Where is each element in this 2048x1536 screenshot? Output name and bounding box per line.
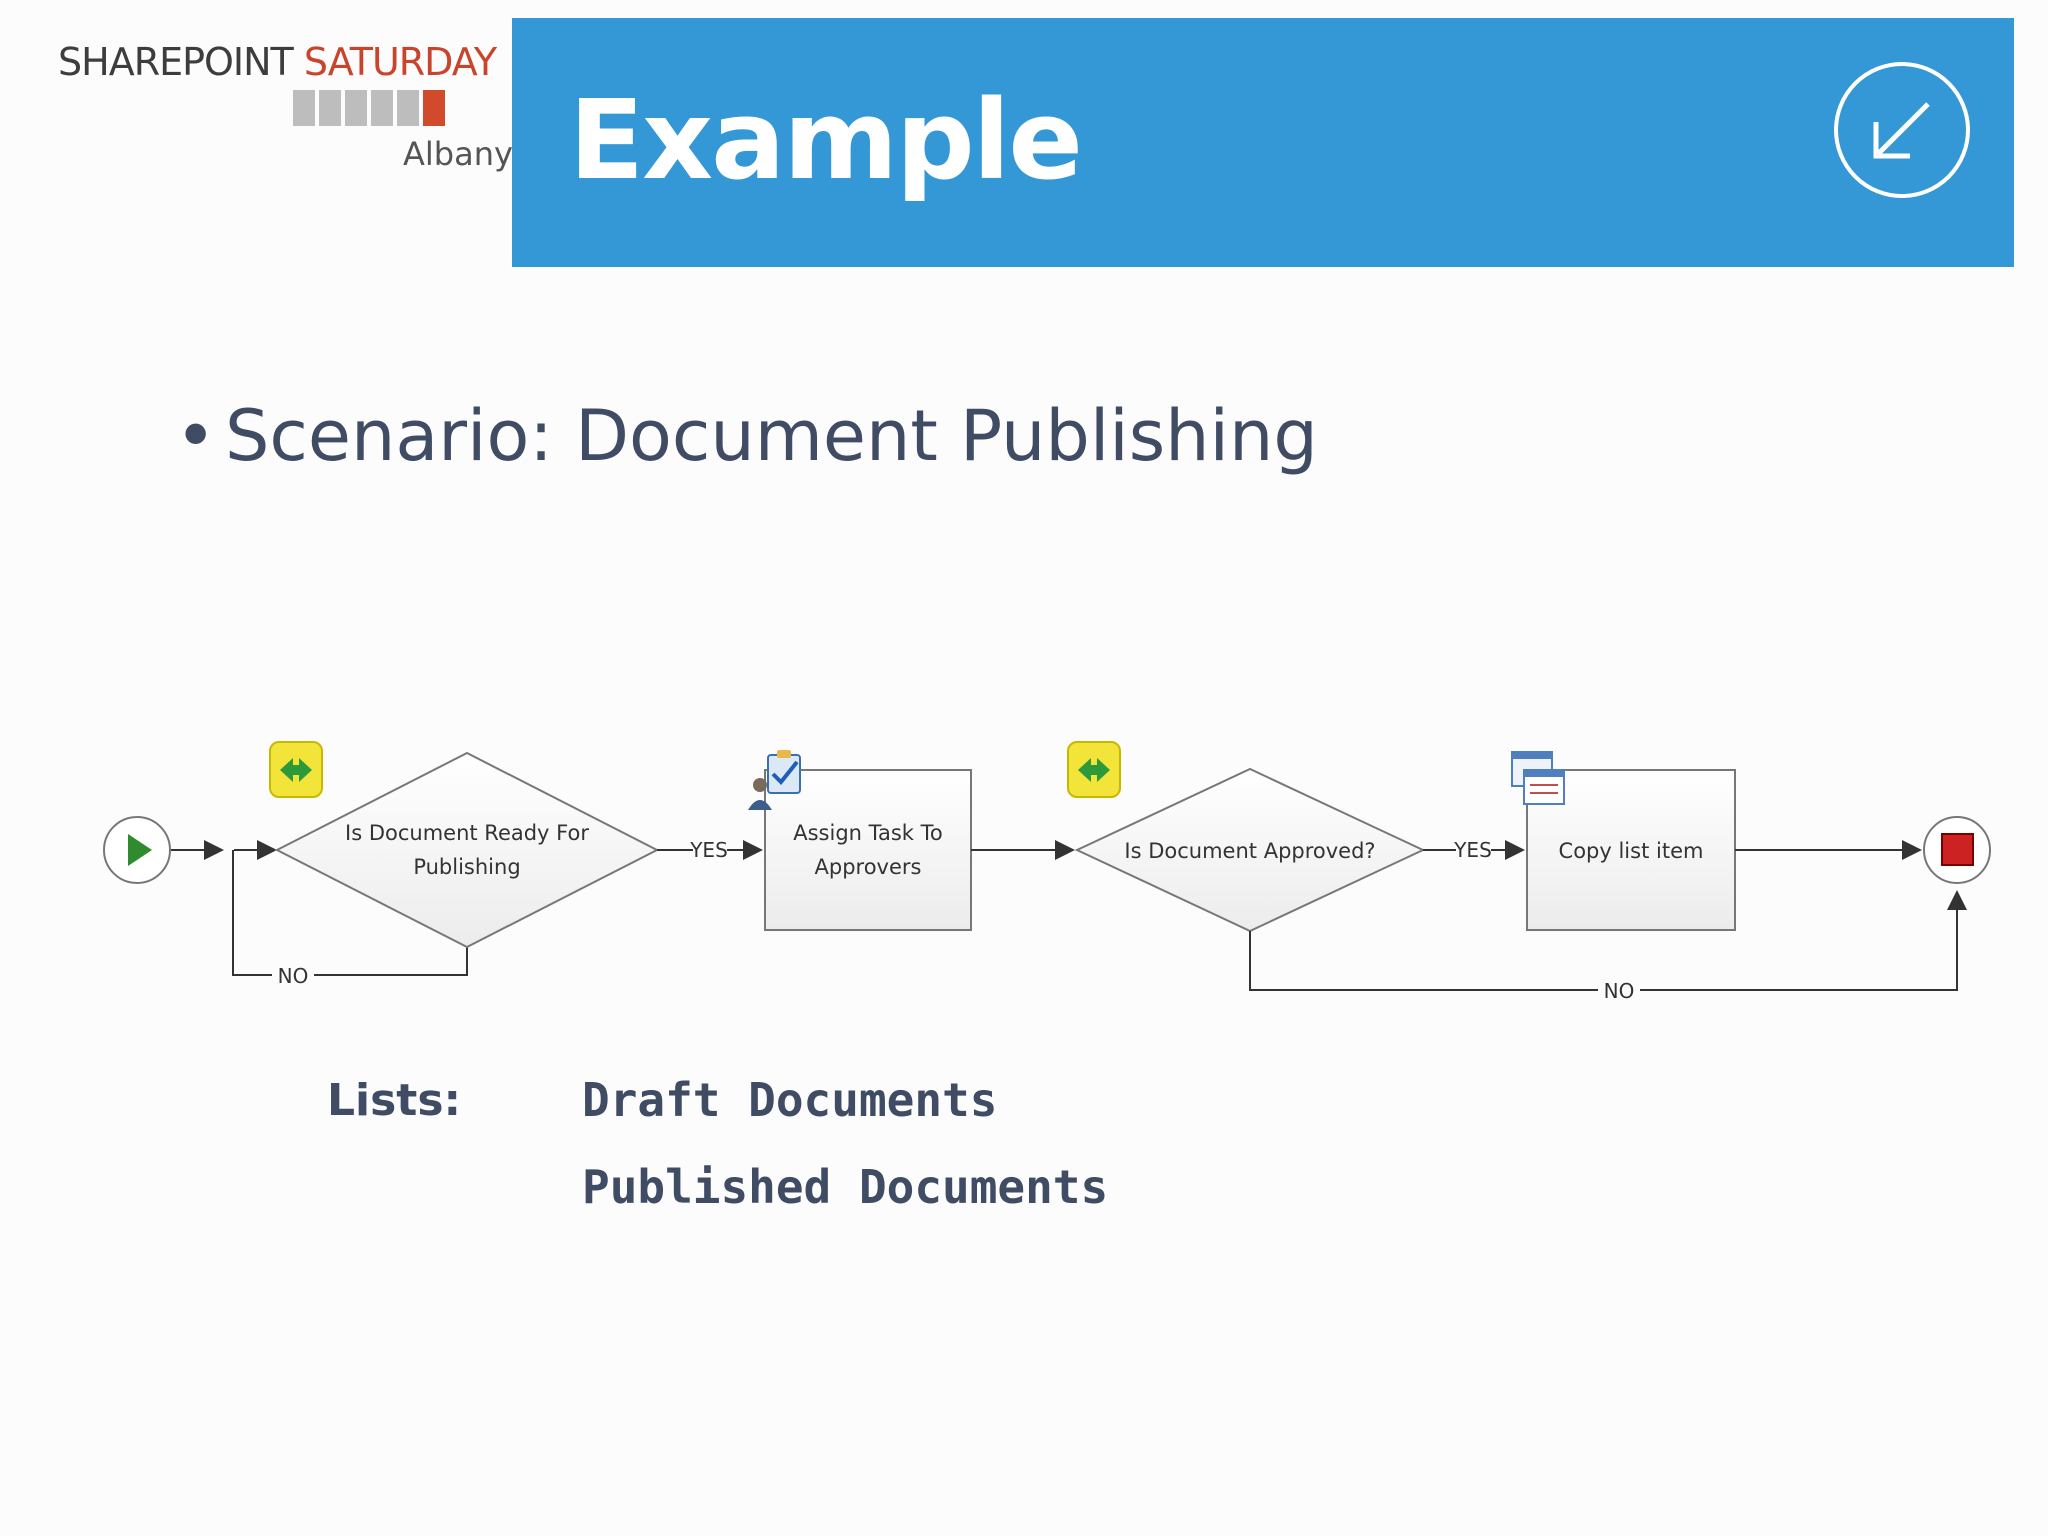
edge-label-no-2: NO (1604, 979, 1635, 1003)
bullet-text: Scenario: Document Publishing (225, 395, 1318, 477)
svg-text:Is Document Ready For: Is Document Ready For (345, 821, 589, 845)
bullet-item: •Scenario: Document Publishing (175, 395, 1318, 477)
svg-text:Is Document Approved?: Is Document Approved? (1124, 839, 1375, 863)
title-bar: Example (512, 18, 2014, 267)
svg-text:Assign Task To: Assign Task To (793, 821, 943, 845)
stop-icon (1941, 833, 1974, 866)
sharepoint-saturday-logo: SHAREPOINT SATURDAY Albany (58, 40, 513, 190)
condition-document-approved: Is Document Approved? (1074, 767, 1426, 933)
play-icon (128, 834, 152, 866)
end-node (1923, 816, 1991, 884)
compare-arrows-icon (1067, 741, 1121, 798)
lists-label: Lists: (327, 1075, 462, 1126)
edge-label-no: NO (278, 964, 309, 988)
list-item: Published Documents (582, 1160, 1109, 1214)
task-approver-icon (748, 750, 801, 810)
arrow-down-left-circle-icon[interactable] (1834, 62, 1970, 198)
svg-text:Copy list item: Copy list item (1559, 839, 1704, 863)
logo-bars (293, 90, 445, 126)
edge-label-yes-2: YES (1453, 838, 1492, 862)
svg-text:Approvers: Approvers (815, 855, 922, 879)
workflow-diagram: NO Is Document Ready For Publishing YES … (103, 741, 1991, 1003)
logo-city: Albany (403, 135, 513, 173)
edge-label-yes-1: YES (689, 838, 728, 862)
bullet-dot: • (175, 395, 217, 477)
start-node (103, 816, 171, 884)
action-assign-task: Assign Task To Approvers (764, 769, 972, 931)
condition-document-ready: Is Document Ready For Publishing (274, 751, 660, 949)
slide-title: Example (569, 76, 1083, 204)
list-item: Draft Documents (582, 1073, 998, 1127)
list-copy-icon (1511, 751, 1565, 805)
svg-text:Publishing: Publishing (413, 855, 520, 879)
compare-arrows-icon (269, 741, 323, 798)
logo-wordmark: SHAREPOINT SATURDAY (58, 40, 497, 84)
